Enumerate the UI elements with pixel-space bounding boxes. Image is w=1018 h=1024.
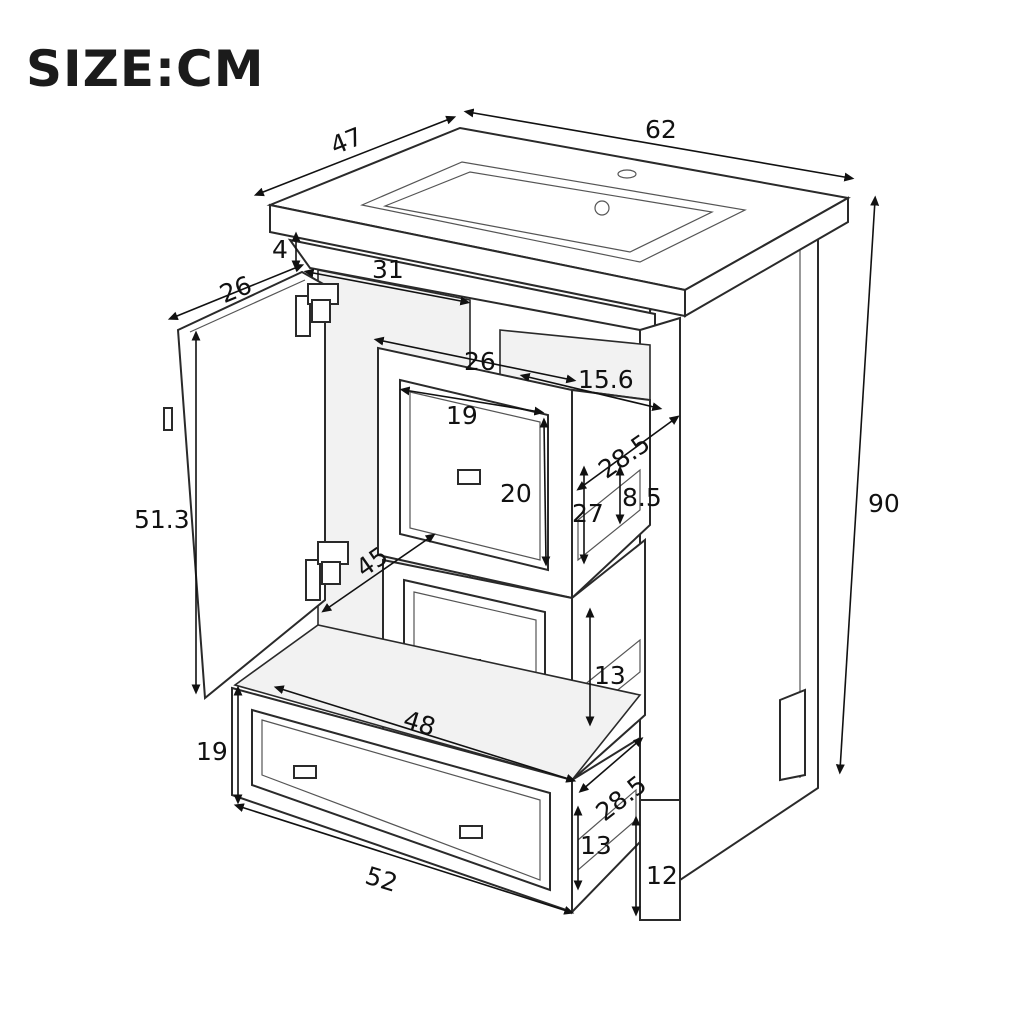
dimension-lines (167, 108, 880, 917)
top-thickness-label: 4 (272, 235, 288, 264)
upper-drawer-inner-width-label: 19 (446, 401, 478, 430)
upper-drawer-width-label: 26 (464, 347, 496, 376)
bottom-drawer-left-handle-icon (293, 765, 317, 779)
upper-drawer-handle-icon (457, 469, 481, 485)
upper-drawer-inner-height-label: 8.5 (622, 483, 662, 512)
upper-drawer-front-height-label: 20 (500, 479, 532, 508)
leg-height-label: 12 (646, 861, 678, 890)
upper-drawer-side-label: 27 (572, 499, 604, 528)
bottom-drawer-height-label: 19 (196, 737, 228, 766)
drain-icon (594, 200, 610, 216)
width-top-label: 62 (645, 115, 677, 144)
bottom-drawer-inner-height-label: 13 (580, 831, 612, 860)
bottom-drawer-right-handle-icon (459, 825, 483, 839)
height-total-label: 90 (868, 489, 900, 518)
door-height-label: 51.3 (134, 505, 190, 534)
inner-width-label: 31 (372, 255, 404, 284)
door-catch-icon (163, 407, 173, 431)
size-unit-title: SIZE:CM (26, 40, 265, 98)
cabinet-door (163, 270, 349, 700)
bottom-drawer-width-label: 52 (362, 861, 401, 898)
upper-drawer-inner-depth-label: 15.6 (578, 365, 634, 394)
middle-drawer-height-label: 13 (594, 661, 626, 690)
